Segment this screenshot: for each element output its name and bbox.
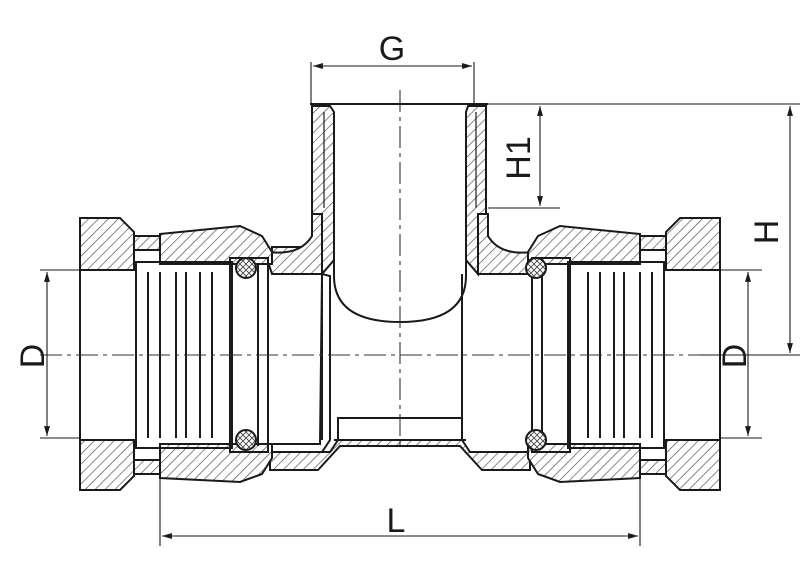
- dim-label-h1: H1: [500, 136, 538, 179]
- right-nut: [527, 217, 721, 491]
- right-o-rings: [525, 257, 547, 451]
- body-bore: [321, 112, 467, 441]
- branch-threads: [310, 103, 488, 208]
- dim-label-g: G: [379, 30, 405, 68]
- dimension-lines: [40, 62, 800, 546]
- left-o-rings: [235, 257, 257, 451]
- dim-label-d-right: D: [716, 344, 754, 369]
- dim-label-d-left: D: [14, 344, 52, 369]
- centerlines: [40, 90, 772, 450]
- dim-label-l: L: [387, 502, 406, 540]
- dim-label-h: H: [748, 220, 786, 245]
- right-insert: [531, 257, 665, 453]
